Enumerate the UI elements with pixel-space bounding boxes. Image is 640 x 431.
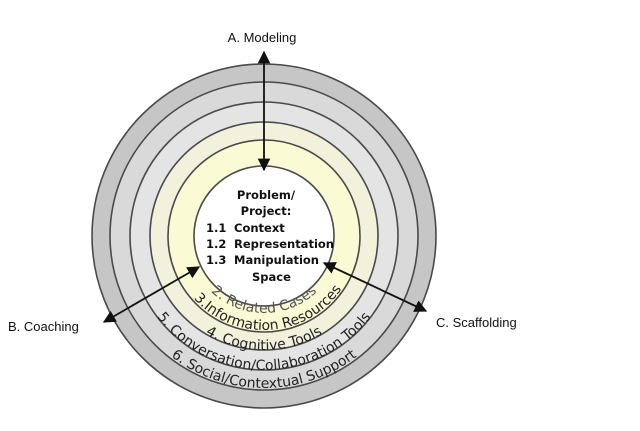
- scaffolding-arrow: [322, 262, 428, 312]
- core-space-label: Space: [252, 270, 291, 284]
- core-circle: [193, 165, 335, 307]
- modeling-label: A. Modeling: [228, 30, 297, 45]
- core-item-2-text: Representation: [234, 237, 334, 251]
- core-problem-label: Problem/: [237, 188, 296, 202]
- coaching-label: B. Coaching: [8, 319, 79, 334]
- core-item-3-text: Manipulation: [234, 253, 319, 267]
- core-item-1-text: Context: [234, 221, 285, 235]
- core-item-2-number: 1.2: [206, 237, 226, 251]
- core-item-3-number: 1.3: [206, 253, 226, 267]
- scaffolding-label: C. Scaffolding: [436, 315, 517, 330]
- core-item-1-number: 1.1: [206, 221, 226, 235]
- core-project-label: Project:: [241, 204, 292, 218]
- coaching-arrow: [102, 266, 201, 323]
